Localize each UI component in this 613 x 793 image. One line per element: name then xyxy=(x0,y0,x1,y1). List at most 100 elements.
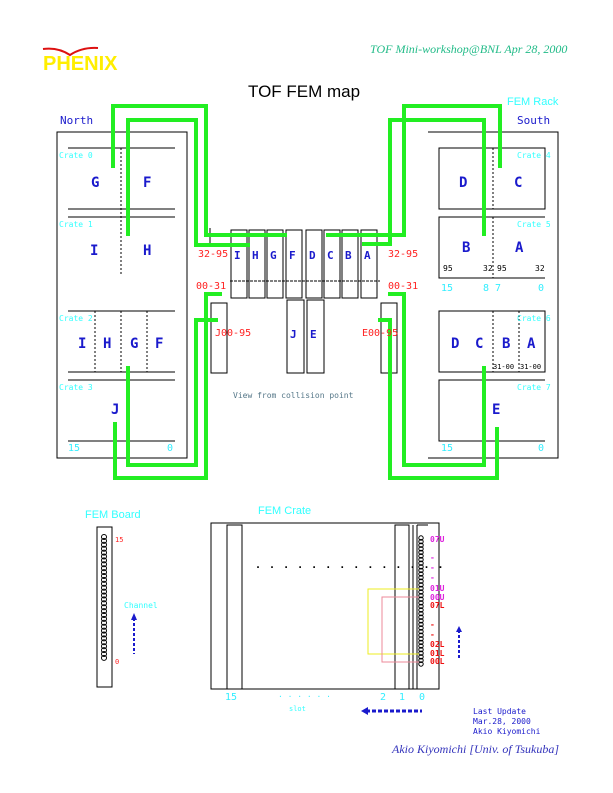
panel-letter: A xyxy=(364,249,371,262)
board-connector-pin xyxy=(101,631,107,638)
panel-letter: D xyxy=(309,249,316,262)
board-connector-pin xyxy=(101,612,107,618)
update-line: Mar.28, 2000 xyxy=(473,717,531,726)
connector-label: 00L xyxy=(430,657,445,666)
south-slot-left: 15 xyxy=(441,443,454,454)
board-connector-pin xyxy=(101,643,107,650)
detector-panel xyxy=(285,229,303,299)
board-connector-pin xyxy=(101,600,107,607)
board-connector-pin xyxy=(101,549,107,556)
crate-connector-pin xyxy=(418,646,424,653)
fem-rack-label: FEM Rack xyxy=(507,96,559,108)
crate-connector-pin xyxy=(418,574,424,581)
crate-connector-pin xyxy=(418,567,424,574)
fem-crate-title: FEM Crate xyxy=(258,505,312,517)
board-connector-pin xyxy=(101,534,107,540)
detector-panel xyxy=(248,229,266,299)
board-connector-pin xyxy=(101,615,107,622)
detector-panel xyxy=(230,229,248,299)
crate-connector-pin xyxy=(418,589,424,595)
cables xyxy=(111,104,502,480)
crate-6-letter: B xyxy=(502,336,511,352)
detector-panel xyxy=(360,229,378,299)
slot-1: 1 xyxy=(399,692,406,703)
connector-label: 01L xyxy=(430,649,445,658)
crate-2-letter: I xyxy=(78,336,87,352)
ch-label: 95 xyxy=(497,264,507,273)
slot-label: 7 xyxy=(495,283,502,294)
board-connector-pin xyxy=(101,569,107,576)
author-credit: Akio Kiyomichi [Univ. of Tsukuba] xyxy=(392,742,559,756)
board-connector-pin xyxy=(101,565,107,572)
slot-0: 0 xyxy=(419,692,426,703)
center-panels xyxy=(209,228,398,374)
board-top-label: 15 xyxy=(115,536,124,544)
right-upper-range: 32-95 xyxy=(388,249,419,260)
board-connector-pin xyxy=(101,627,107,634)
slot-15: 15 xyxy=(225,692,238,703)
crate-connector-pin xyxy=(418,600,424,606)
panel-letter-j: J xyxy=(290,328,297,341)
crate-2-letter: F xyxy=(155,336,164,352)
board-connector-pin xyxy=(101,545,107,552)
fem-crate-outline xyxy=(210,522,440,690)
crate-6-letter: D xyxy=(451,336,460,352)
crate-connector-pin xyxy=(418,603,424,610)
crate-6-letter: C xyxy=(475,336,484,352)
crate-7-letter: E xyxy=(492,402,501,418)
board-connector-pin xyxy=(101,647,107,654)
left-upper-range: 32-95 xyxy=(198,249,229,260)
crate-connector-pin xyxy=(418,592,424,599)
board-connector-pin xyxy=(101,553,107,560)
crate-connector-pin xyxy=(418,628,424,635)
slot-label: 8 xyxy=(483,283,490,294)
e-range: E00-95 xyxy=(362,328,399,339)
connector-label: - xyxy=(430,553,435,562)
crate-1-letter: H xyxy=(143,243,152,259)
crate-connector-pin xyxy=(418,560,424,566)
crate-connector-pin xyxy=(418,614,424,620)
slot-mid: · · · · · · xyxy=(278,692,331,701)
crate-connector-pin xyxy=(418,571,424,577)
board-connector-pin xyxy=(101,537,107,544)
board-connector-pin xyxy=(101,635,107,642)
crate-connector-pin xyxy=(418,596,424,602)
crate-connector-pin xyxy=(418,639,424,646)
update-line: Last Update xyxy=(473,707,526,716)
slot-dots: . . . . . . . . . . . . . . xyxy=(255,560,445,571)
crate-5-label: Crate 5 xyxy=(517,220,551,229)
slot-caption: slot xyxy=(289,705,306,713)
crate-connector-pin xyxy=(418,607,424,613)
board-connector-pin xyxy=(101,576,107,583)
crate-connector-pin xyxy=(418,538,424,545)
crate-connector-pin xyxy=(418,621,424,628)
page-title: TOF FEM map xyxy=(248,82,361,101)
connector-label: - xyxy=(430,620,435,629)
crate-2-label: Crate 2 xyxy=(59,314,93,323)
view-caption: View from collision point xyxy=(233,391,354,400)
crate-6-label: Crate 6 xyxy=(517,314,551,323)
connector-label: 02L xyxy=(430,640,445,649)
crate-connector-pin xyxy=(418,654,424,660)
crate-3-letter: J xyxy=(111,402,120,418)
board-connector-pin xyxy=(101,584,107,591)
board-connector-pin xyxy=(101,580,107,587)
right-lower-range: 00-31 xyxy=(388,281,419,292)
board-connector-pin xyxy=(101,608,107,615)
connector-label: - xyxy=(430,573,435,582)
j-range: J00-95 xyxy=(215,328,252,339)
fem-board-title: FEM Board xyxy=(85,509,141,521)
crate-connector-pin xyxy=(418,632,424,638)
panel-letter: G xyxy=(270,249,277,262)
phenix-logo: PHENIX xyxy=(43,53,118,75)
panel-letter: H xyxy=(252,249,259,262)
crate-5-letter: A xyxy=(515,240,524,256)
crate-connector-pin xyxy=(418,610,424,617)
update-note: Last Update Mar.28, 2000 Akio Kiyomichi xyxy=(473,707,540,737)
crate-connector-pin xyxy=(418,535,424,541)
detector-panel xyxy=(305,229,323,299)
connector-label: 07L xyxy=(430,601,445,610)
connector-label: 00U xyxy=(430,593,445,602)
crate-0-label: Crate 0 xyxy=(59,151,93,160)
board-connector-pin xyxy=(101,604,107,611)
